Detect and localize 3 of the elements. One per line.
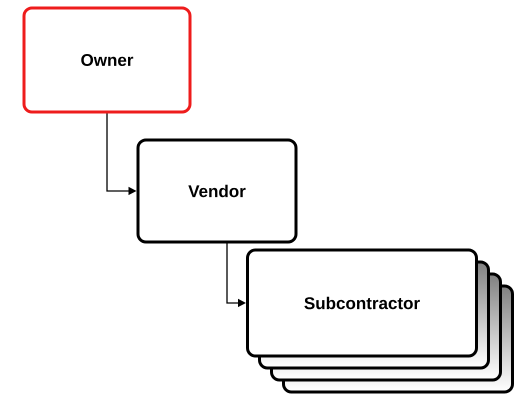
process-box: Subcontractor xyxy=(246,248,478,358)
process-box: Owner xyxy=(22,6,192,114)
process-box: Vendor xyxy=(136,138,298,244)
